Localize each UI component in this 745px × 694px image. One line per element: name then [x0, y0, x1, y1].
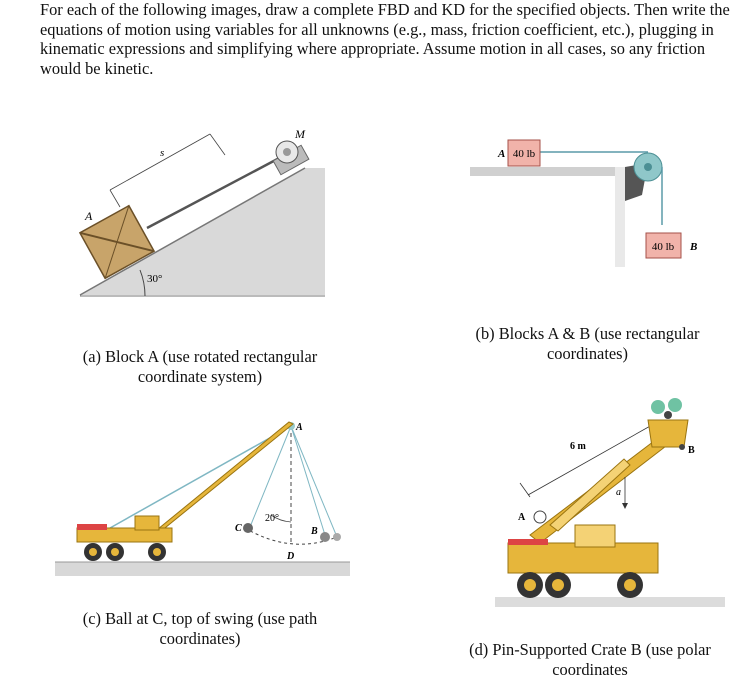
caption-c: (c) Ball at C, top of swing (use path co… — [55, 609, 345, 648]
figure-c-crane-swing: 20° C B D A — [55, 421, 350, 576]
ball-C — [243, 523, 253, 533]
caption-c-line1: (c) Ball at C, top of swing (use path — [82, 609, 318, 628]
caption-d: (d) Pin-Supported Crate B (use polar coo… — [445, 640, 735, 679]
ground — [55, 562, 350, 576]
caption-b-line1: (b) Blocks A & B (use rectangular — [475, 324, 700, 343]
figure-b-pulley-blocks: 40 lb A 40 lb B — [470, 139, 697, 267]
crane-truck — [507, 524, 659, 598]
caption-a-line1: (a) Block A (use rotated rectangular — [82, 347, 318, 366]
crate-B — [647, 419, 689, 448]
caption-b: (b) Blocks A & B (use rectangular coordi… — [445, 324, 730, 363]
block-B — [645, 232, 682, 259]
block-A-weight: 40 lb — [513, 148, 536, 160]
label-s: s — [160, 147, 164, 159]
caption-d-line1: (d) Pin-Supported Crate B (use polar — [469, 640, 711, 659]
angle-label: 20° — [265, 513, 279, 524]
ball-B — [320, 532, 330, 542]
label-D: D — [286, 551, 294, 562]
table-top — [470, 167, 625, 176]
label-B: B — [689, 241, 697, 253]
label-C: C — [235, 523, 242, 534]
label-B: B — [310, 526, 318, 537]
label-B: B — [688, 445, 695, 456]
label-A: A — [497, 148, 505, 160]
caption-c-line2: coordinates) — [159, 628, 241, 648]
block-B-weight: 40 lb — [652, 241, 675, 253]
incline-angle-label: 30° — [147, 273, 162, 285]
caption-a: (a) Block A (use rotated rectangular coo… — [55, 347, 345, 386]
figure-d-bucket-crane: A 6 m B a — [495, 398, 725, 607]
ground — [495, 597, 725, 607]
label-A: A — [518, 512, 526, 523]
figure-a-incline: 30° M A s — [78, 127, 325, 297]
caption-d-line2: coordinates — [552, 659, 628, 679]
cable — [146, 153, 286, 230]
block-A — [507, 139, 541, 167]
label-6m: 6 m — [570, 441, 587, 452]
label-M: M — [294, 127, 306, 141]
crate-A — [78, 204, 156, 280]
caption-a-line2: coordinate system) — [137, 366, 263, 386]
label-a: a — [616, 487, 621, 498]
label-A: A — [295, 422, 303, 433]
pin-A — [533, 510, 547, 524]
caption-b-line2: coordinates) — [546, 343, 628, 363]
crane-truck — [76, 515, 173, 561]
label-A: A — [84, 209, 93, 223]
problem-statement: For each of the following images, draw a… — [40, 0, 730, 78]
incline-surface — [80, 168, 325, 295]
